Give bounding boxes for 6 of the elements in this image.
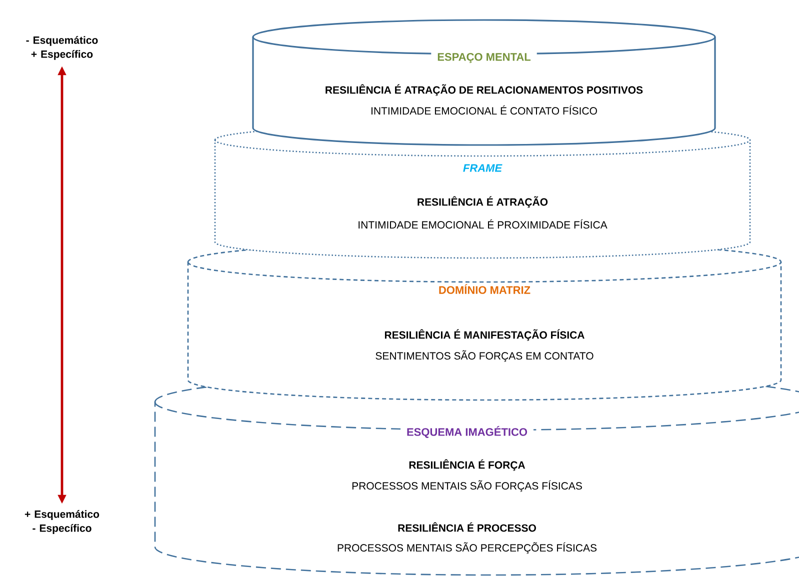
node-label: SENTIMENTOS SÃO FORÇAS EM CONTATO [376,350,594,362]
scale-label: + Esquemático - Específico [24,510,100,534]
node-label: DOMÍNIO MATRIZ [439,284,530,294]
node-label: RESILIÊNCIA É MANIFESTAÇÃO FÍSICA [384,329,584,341]
cylinder: ESPAÇO MENTAL RESILIÊNCIA É ATRAÇÃO DE RELACIONAMENTOS POSITIVOS INTIMIDADE EMOCIONAL É CONTATO FÍSICO [252,19,716,146]
scale-label: - Esquemático + Específico [26,36,98,60]
